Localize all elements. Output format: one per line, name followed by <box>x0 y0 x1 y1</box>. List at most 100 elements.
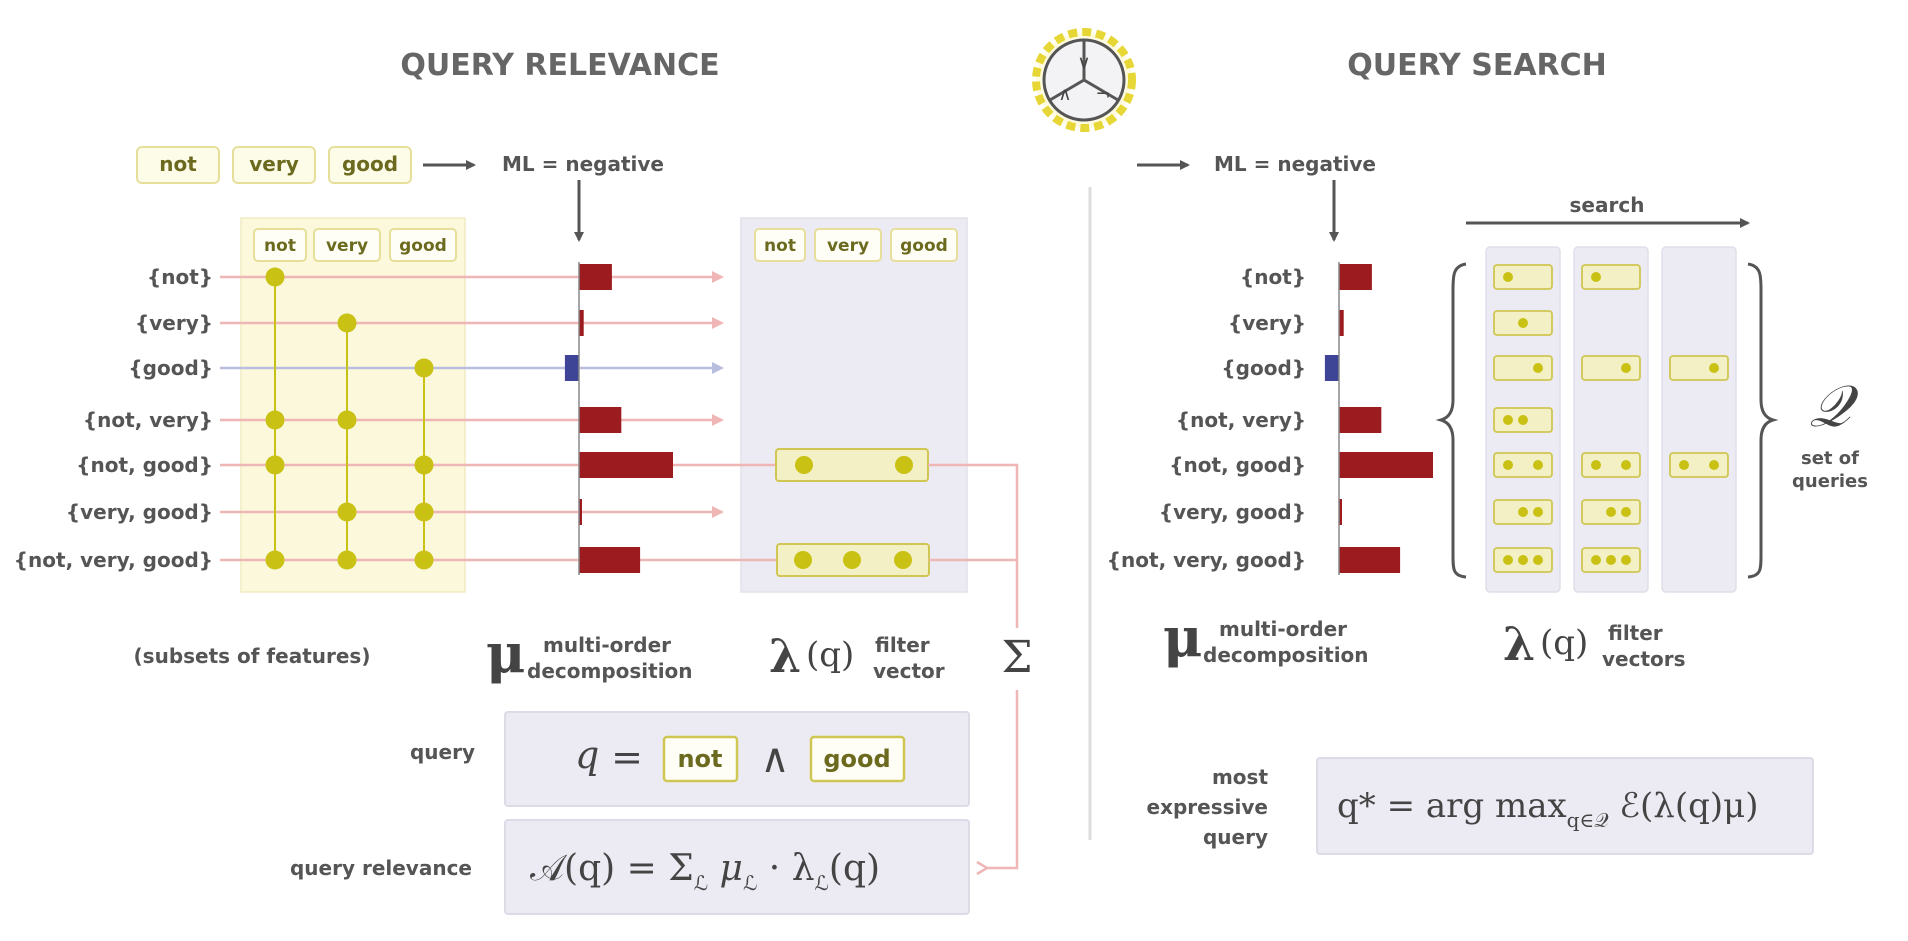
mu-caption-2-left: decomposition <box>527 659 693 683</box>
query-dot <box>1533 507 1543 517</box>
ml-label-right: ML = negative <box>1214 152 1376 176</box>
token-good: good <box>342 152 398 176</box>
right-brace <box>1747 262 1779 579</box>
membership-dot <box>265 455 285 475</box>
query-dot <box>1518 507 1528 517</box>
filter-highlights <box>775 448 930 577</box>
lambda-caption-2-right: vectors <box>1602 647 1686 671</box>
relevance-box <box>504 819 970 915</box>
bar <box>1339 499 1342 525</box>
token-very: very <box>249 152 299 176</box>
query-chip <box>1581 355 1641 381</box>
left-row-label: {not} <box>147 265 213 289</box>
query-op: ∧ <box>760 736 789 782</box>
query-dot <box>1709 460 1719 470</box>
mu-caption-right: μ multi-order decomposition <box>1163 605 1369 669</box>
query-dot <box>1533 363 1543 373</box>
gear-logo-icon: ∨ ∧ ¬ <box>1032 28 1136 132</box>
membership-dot <box>265 267 285 287</box>
query-token-not-box <box>662 735 739 783</box>
query-dot <box>1679 460 1689 470</box>
set-symbol: 𝒬 <box>1809 372 1859 440</box>
bar <box>1324 355 1339 381</box>
right-row-label: {very} <box>1228 311 1306 335</box>
query-dot <box>1518 318 1528 328</box>
relevance-label: query relevance <box>290 856 472 880</box>
filter-token-not: not <box>764 236 796 256</box>
lambda-symbol-left: λ <box>769 629 801 683</box>
panel-token-not: not <box>264 236 296 256</box>
panel-token-good: good <box>399 236 447 256</box>
lambda-caption-left: λ (q) filter vector <box>769 629 945 683</box>
argmax-formula: q* = arg maxq∈𝒬 ℰ(λ(q)μ) <box>1337 786 1759 832</box>
bar <box>564 355 579 381</box>
right-row-label: {not, very, good} <box>1107 548 1306 572</box>
left-row-label: {not, good} <box>76 453 213 477</box>
query-column <box>1661 246 1737 593</box>
right-row-label: {not} <box>1240 265 1306 289</box>
bar <box>579 407 622 433</box>
mu-caption-2-right: decomposition <box>1203 643 1369 667</box>
right-bar-chart <box>1324 264 1433 573</box>
query-dot <box>1503 415 1513 425</box>
right-row-label: {good} <box>1221 356 1306 380</box>
mu-caption-1-right: multi-order <box>1219 617 1347 641</box>
query-chip <box>1669 452 1729 478</box>
bar <box>579 310 584 336</box>
query-columns <box>1485 246 1737 593</box>
query-dot <box>1591 272 1601 282</box>
query-dot <box>1621 507 1631 517</box>
query-label: query <box>410 740 475 764</box>
query-q: q <box>575 733 599 777</box>
left-row-label: {very, good} <box>66 500 213 524</box>
panel-tokens: not very good <box>253 228 457 262</box>
connector-upper <box>928 463 1019 560</box>
svg-text:∨: ∨ <box>1077 52 1090 73</box>
membership-dot <box>414 358 434 378</box>
membership-dot <box>265 550 285 570</box>
mu-symbol-right: μ <box>1163 605 1203 669</box>
query-chip <box>1581 452 1641 478</box>
query-dot <box>1503 272 1513 282</box>
search-title: QUERY SEARCH <box>1347 48 1607 83</box>
query-dot <box>1606 555 1616 565</box>
query-token-good-box <box>809 735 906 783</box>
right-row-label: {not, good} <box>1169 453 1306 477</box>
membership-dots <box>265 267 434 570</box>
bar <box>1339 452 1433 478</box>
filter-token-very: very <box>827 236 869 256</box>
query-eq: = <box>611 735 643 779</box>
svg-text:¬: ¬ <box>1095 84 1110 105</box>
mu-caption-1-left: multi-order <box>543 633 671 657</box>
query-token-not: not <box>677 745 722 773</box>
left-row-label: {good} <box>128 356 213 380</box>
connector-to-relevance <box>987 690 1019 868</box>
bar <box>579 499 582 525</box>
query-dot <box>1709 363 1719 373</box>
query-chip <box>1493 452 1553 478</box>
panel-token-very: very <box>326 236 368 256</box>
bar <box>1339 407 1382 433</box>
filter-token-good: good <box>900 236 948 256</box>
token-not: not <box>159 152 197 176</box>
left-rows: {not} {very} {good} {not, very} {not, good} {… <box>14 265 776 572</box>
membership-dot <box>265 410 285 430</box>
lambda-symbol-right: λ <box>1503 617 1535 671</box>
query-chip <box>1669 355 1729 381</box>
lambda-caption-1-right: filter <box>1608 621 1663 645</box>
lambda-arg-left: (q) <box>806 635 854 675</box>
left-row-label: {not, very, good} <box>14 548 213 572</box>
argmax-box <box>1316 757 1814 855</box>
lambda-arg-right: (q) <box>1540 623 1588 663</box>
membership-dot <box>337 410 357 430</box>
subsets-caption: (subsets of features) <box>134 644 371 668</box>
lambda-caption-2-left: vector <box>873 659 945 683</box>
query-chip <box>1493 355 1553 381</box>
search-label: search <box>1570 193 1645 217</box>
membership-dot <box>414 502 434 522</box>
left-row-label: {very} <box>135 311 213 335</box>
left-row-label: {not, very} <box>83 408 213 432</box>
left-brace <box>1435 262 1467 579</box>
right-row-labels: {not}{very}{good}{not, very}{not, good}{… <box>1107 265 1306 572</box>
